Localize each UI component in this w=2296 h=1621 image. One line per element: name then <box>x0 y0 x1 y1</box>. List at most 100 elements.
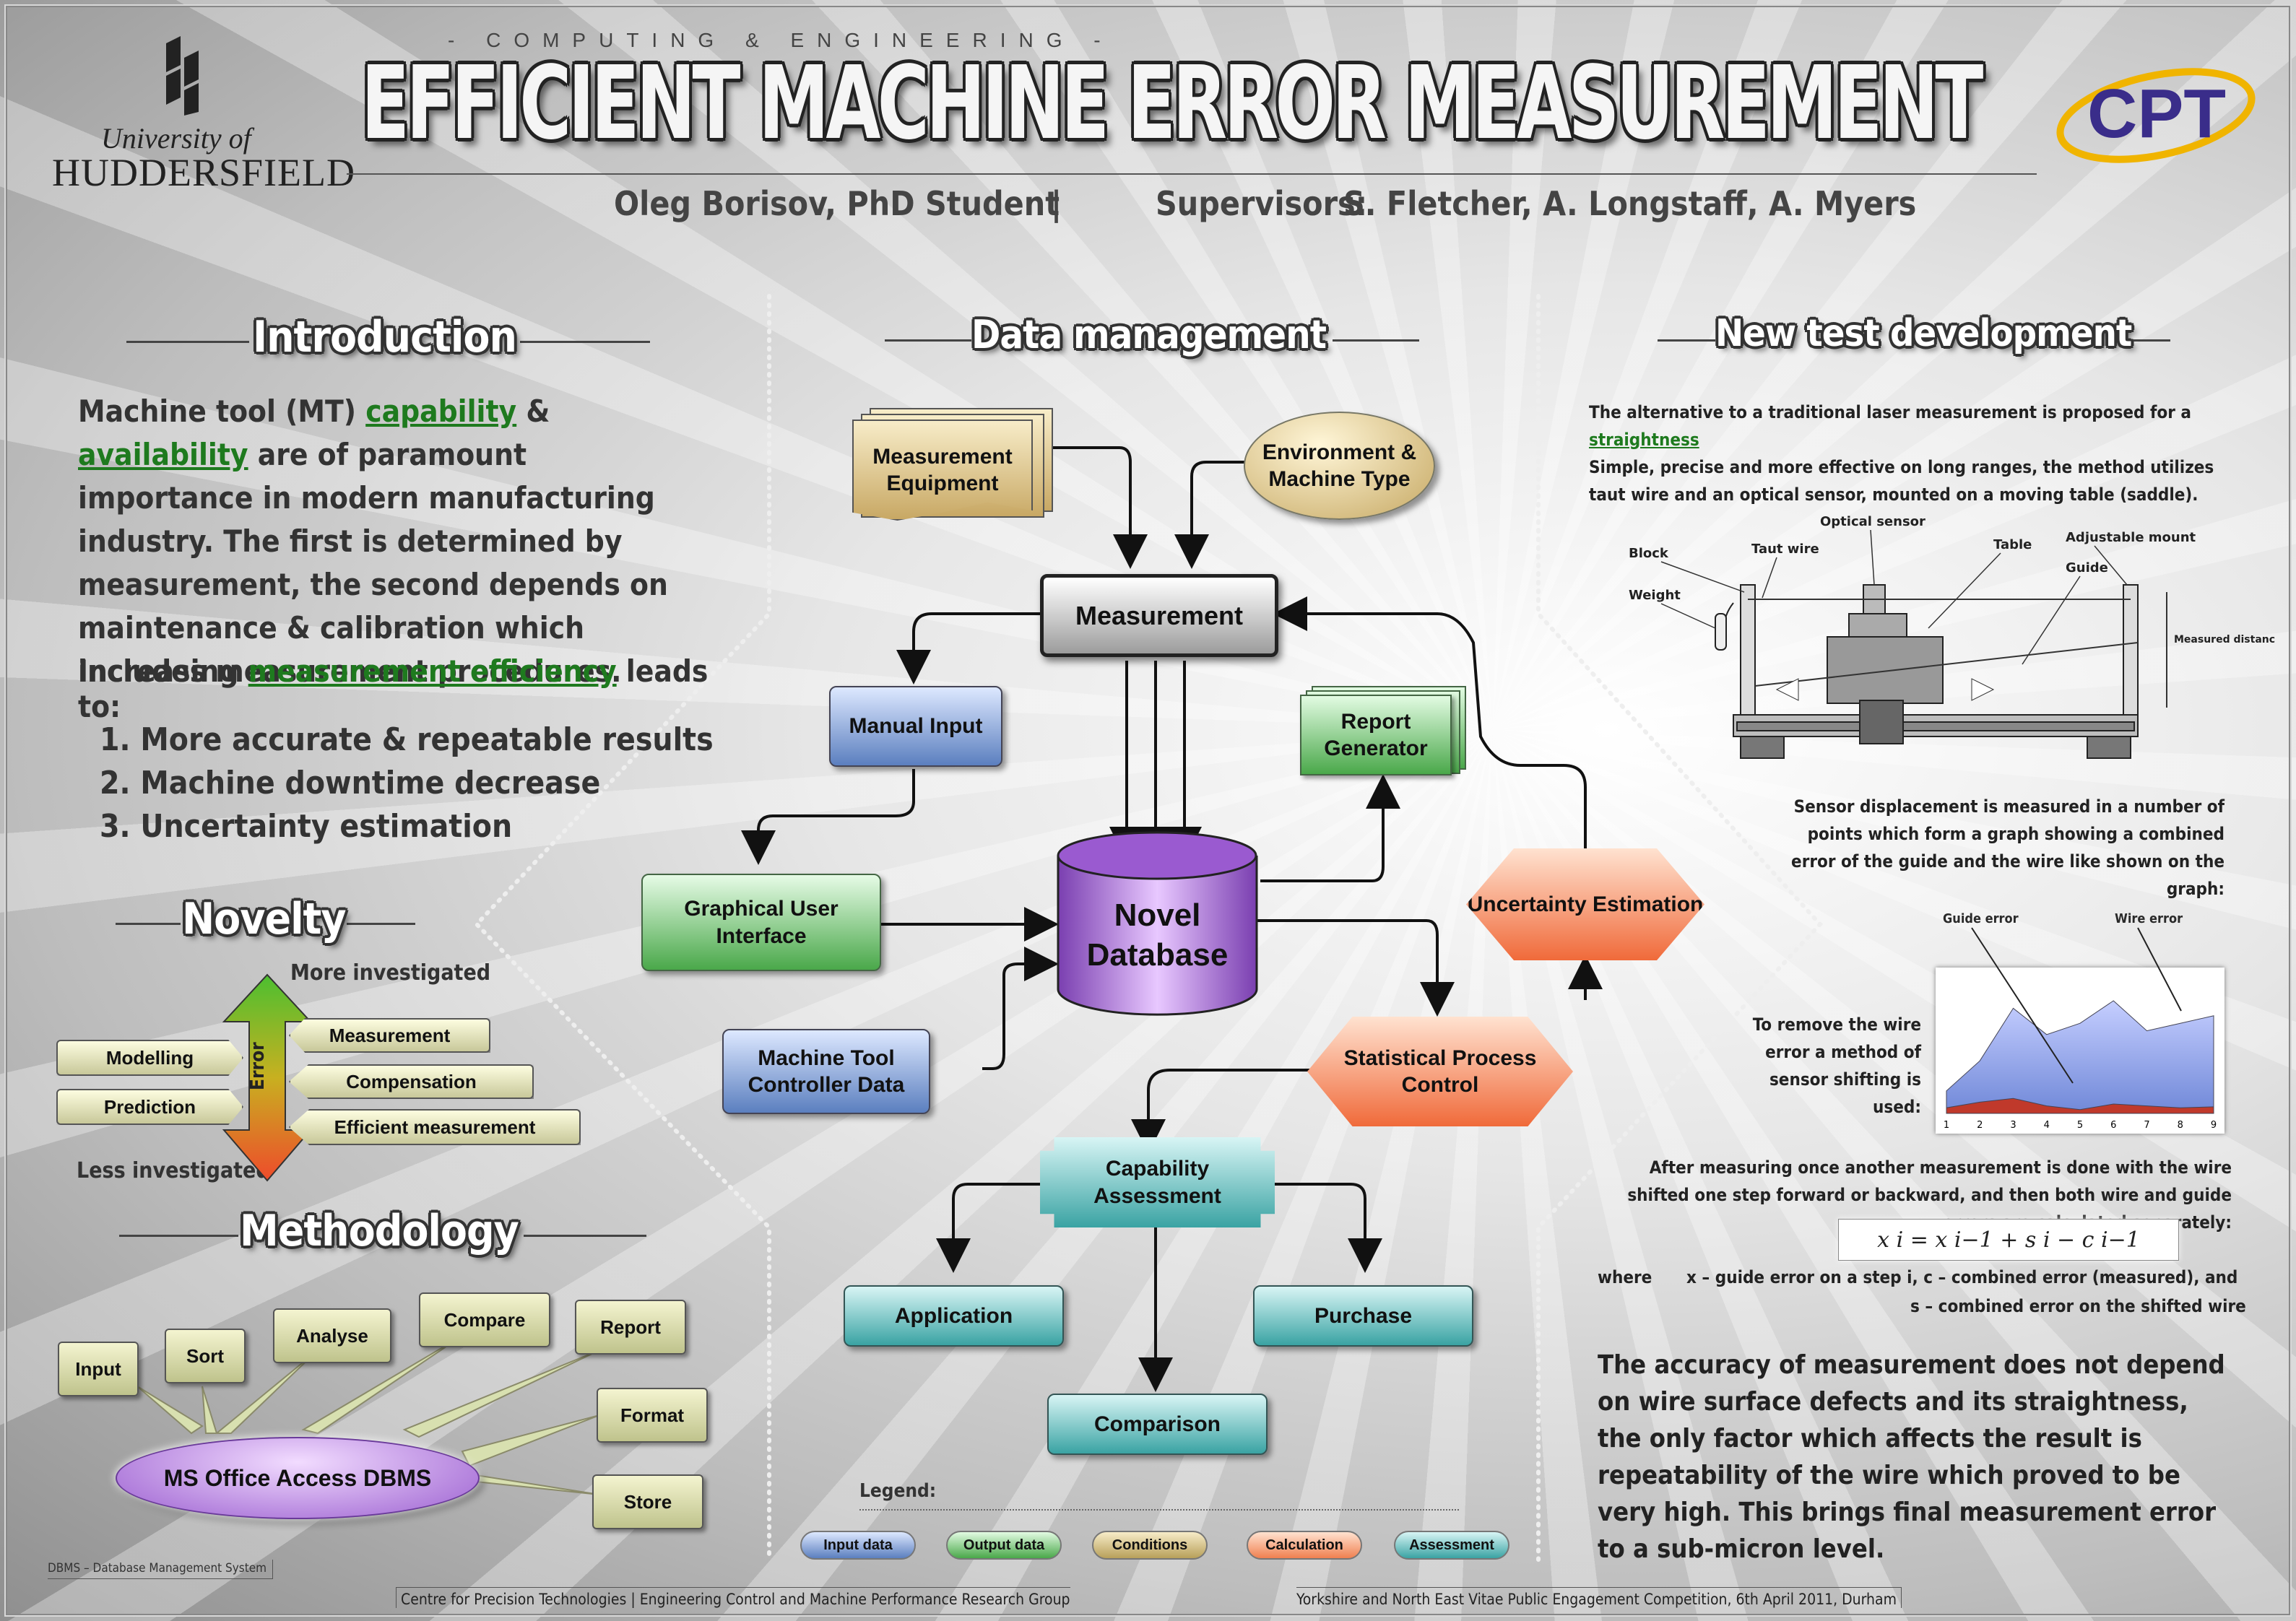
intro-list-item: 2. Machine downtime decrease <box>100 765 601 801</box>
method-node-analyse: Analyse <box>273 1308 391 1363</box>
method-node-input: Input <box>58 1342 139 1396</box>
method-node-compare: Compare <box>419 1292 550 1347</box>
methodology-title: Methodology <box>240 1206 519 1256</box>
x-tick-label: 2 <box>1977 1120 1983 1131</box>
definition-line-1: x – guide error on a step i, c – combine… <box>1686 1267 2238 1287</box>
footer-right: Yorkshire and North East Vitae Public En… <box>1296 1587 1902 1608</box>
method-node-label: Sort <box>186 1344 224 1367</box>
legend-output-data: Output data <box>946 1531 1062 1560</box>
legend-item-label: Input data <box>823 1537 893 1553</box>
uni-line1: University of <box>101 122 251 155</box>
legend-conditions: Conditions <box>1092 1531 1208 1560</box>
diagram-label-block: Block <box>1629 546 1669 561</box>
novelty-title: Novelty <box>182 894 347 944</box>
methodology-rule-right <box>524 1235 646 1237</box>
environment-node: Environment & Machine Type <box>1244 412 1435 520</box>
legend-item-label: Calculation <box>1265 1537 1343 1553</box>
taut-wire-setup-diagram: Optical sensor Block Taut wire Table Adj… <box>1629 514 2275 759</box>
author: Oleg Borisov, PhD Student <box>614 184 1060 223</box>
purchase-label: Purchase <box>1314 1303 1413 1328</box>
comparison-node: Comparison <box>1047 1394 1268 1455</box>
intro-list: 1. More accurate & repeatable results 2.… <box>100 718 714 848</box>
measurement-efficiency-link[interactable]: measurement efficiency <box>248 653 617 689</box>
compensation-label: Compensation <box>346 1070 477 1092</box>
measurement-chip: Measurement <box>289 1018 490 1053</box>
environment-label: Environment & Machine Type <box>1262 440 1417 492</box>
formula-text: x i = x i−1 + s i − c i−1 <box>1877 1227 2140 1253</box>
straightness-link[interactable]: straightness <box>1589 430 1699 450</box>
x-tick-label: 1 <box>1944 1120 1949 1131</box>
comparison-label: Comparison <box>1093 1412 1221 1436</box>
less-investigated: Less investigated <box>77 1158 270 1183</box>
ntd-rule-right <box>2116 339 2170 342</box>
legend-item-label: Assessment <box>1409 1537 1494 1553</box>
legend-calculation: Calculation <box>1247 1531 1362 1560</box>
uncertainty-label: Uncertainty Estimation <box>1467 892 1704 916</box>
novel-database-node: Novel Database <box>1054 830 1260 1018</box>
supervisors: S. Fletcher, A. Longstaff, A. Myers <box>1343 184 1917 223</box>
footer-left: Centre for Precision Technologies | Engi… <box>396 1587 1070 1608</box>
x-tick-label: 7 <box>2144 1120 2149 1131</box>
method-node-label: Analyse <box>296 1324 368 1347</box>
university-logo: University of HUDDERSFIELD <box>43 36 355 195</box>
controller-data-label: Machine Tool Controller Data <box>748 1046 905 1098</box>
method-node-format: Format <box>597 1388 708 1443</box>
access-dbms-label: MS Office Access DBMS <box>163 1464 432 1491</box>
capability-link[interactable]: capability <box>365 394 517 429</box>
measurement-equipment-node: Measurement Equipment <box>852 408 1054 523</box>
efficiency-text-a: Increasing <box>78 653 248 689</box>
diagram-label-adjustable-mount: Adjustable mount <box>2066 530 2196 545</box>
where-label: where <box>1598 1267 1652 1287</box>
diagram-label-optical-sensor: Optical sensor <box>1820 514 1925 529</box>
capability-label: Capability Assessment <box>1093 1157 1221 1208</box>
intro-text-a: Machine tool (MT) <box>78 394 366 429</box>
cpt-text: CPT <box>2087 75 2226 152</box>
efficient-measurement-label: Efficient measurement <box>334 1116 536 1138</box>
header-rule <box>347 173 2037 175</box>
novelty-rule-left <box>116 923 181 925</box>
access-dbms-ellipse: MS Office Access DBMS <box>116 1437 480 1519</box>
method-node-label: Format <box>620 1404 685 1426</box>
uncertainty-node: Uncertainty Estimation <box>1466 848 1704 960</box>
prediction-label: Prediction <box>103 1095 196 1118</box>
diagram-label-taut-wire: Taut wire <box>1751 542 1819 557</box>
new-test-intro: The alternative to a traditional laser m… <box>1589 399 2239 508</box>
intro-rule-left <box>126 341 249 343</box>
novelty-measurement-label: Measurement <box>329 1024 451 1046</box>
modelling-chip: Modelling <box>56 1040 243 1076</box>
header-separator: | <box>1051 184 1062 223</box>
spc-node: Statistical Process Control <box>1307 1017 1573 1126</box>
gui-label: Graphical User Interface <box>684 897 839 948</box>
dm-rule-left <box>885 339 971 342</box>
gui-node: Graphical User Interface <box>641 874 881 971</box>
intro-list-item: 1. More accurate & repeatable results <box>100 721 714 758</box>
intro-efficiency-line: Increasing measurement efficiency leads … <box>78 653 728 724</box>
method-node-report: Report <box>575 1300 686 1355</box>
prediction-chip: Prediction <box>56 1089 243 1125</box>
x-tick-label: 3 <box>2010 1120 2016 1131</box>
capability-node: Capability Assessment <box>1040 1137 1275 1227</box>
legend-label: Legend: <box>859 1480 937 1502</box>
measurement-equipment-label: Measurement Equipment <box>872 444 1013 496</box>
legend-item-label: Conditions <box>1112 1537 1188 1553</box>
diagram-label-measured-distance: Measured distance <box>2174 634 2275 646</box>
availability-link[interactable]: availability <box>78 437 248 472</box>
intro-rule-right <box>520 341 650 343</box>
dbms-footnote: DBMS – Database Management System <box>48 1560 274 1579</box>
x-tick-label: 6 <box>2110 1120 2116 1131</box>
x-tick-label: 4 <box>2044 1120 2050 1131</box>
header-kicker: - COMPUTING & ENGINEERING - <box>448 29 1114 51</box>
diagram-label-table: Table <box>1993 537 2032 552</box>
intro-list-item: 3. Uncertainty estimation <box>100 808 513 845</box>
novelty-rule-right <box>347 923 415 925</box>
diagram-label-guide: Guide <box>2066 560 2108 575</box>
ntd-intro-a: The alternative to a traditional laser m… <box>1589 402 2191 422</box>
method-node-label: Store <box>623 1490 672 1513</box>
methodology-rule-left <box>119 1235 238 1237</box>
error-arrow-icon <box>222 973 313 1182</box>
definition-line-2: s – combined error on the shifted wire <box>1910 1296 2246 1316</box>
